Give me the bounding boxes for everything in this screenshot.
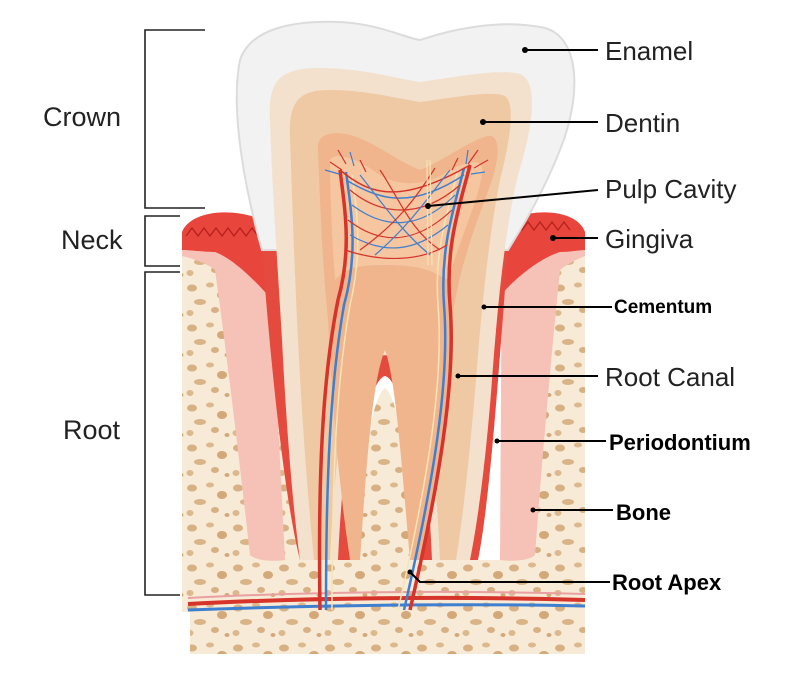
cementum-label: Cementum <box>614 297 712 318</box>
crown-label: Crown <box>43 102 121 132</box>
neck-bracket <box>145 216 180 266</box>
neck-label: Neck <box>61 225 123 255</box>
root-bracket <box>145 272 180 595</box>
enamel-label: Enamel <box>605 36 693 66</box>
root-canal-label: Root Canal <box>605 362 735 392</box>
pulp-cavity-label: Pulp Cavity <box>605 174 737 204</box>
root-label: Root <box>63 415 121 445</box>
bone-label: Bone <box>616 500 671 525</box>
crown-bracket <box>145 30 205 208</box>
dentin-label: Dentin <box>605 108 680 138</box>
gingiva-label: Gingiva <box>605 224 694 254</box>
root-apex-label: Root Apex <box>612 570 722 595</box>
periodontium-label: Periodontium <box>609 430 751 455</box>
